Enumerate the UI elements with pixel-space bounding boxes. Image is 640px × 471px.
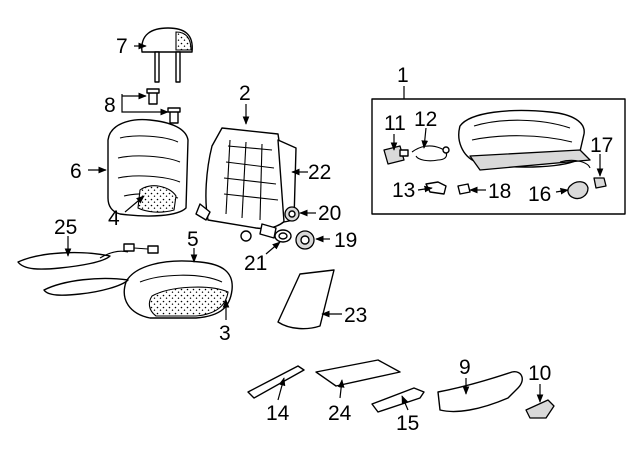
callout-17: 17 <box>590 134 613 157</box>
seat-cushion <box>123 260 233 319</box>
callout-8: 8 <box>104 94 116 117</box>
callout-2: 2 <box>239 82 251 105</box>
callout-9: 9 <box>459 356 471 379</box>
callout-labels: 1 2 3 4 5 6 7 8 9 10 11 12 13 14 15 16 1… <box>54 35 613 435</box>
headrest-guides <box>146 88 181 124</box>
callout-11: 11 <box>384 112 406 135</box>
callout-15: 15 <box>396 412 419 435</box>
bottom-trim-parts <box>247 359 555 419</box>
callout-6: 6 <box>70 160 82 183</box>
callout-10: 10 <box>528 362 551 385</box>
callout-16: 16 <box>528 183 551 206</box>
callout-14: 14 <box>266 402 290 425</box>
recliner-parts <box>274 206 315 250</box>
seat-back-cover <box>107 118 189 217</box>
callout-7: 7 <box>116 35 128 58</box>
callout-22: 22 <box>308 161 331 184</box>
callout-24: 24 <box>328 402 352 425</box>
callout-13: 13 <box>392 179 415 202</box>
callout-12: 12 <box>414 108 437 131</box>
callout-21: 21 <box>244 252 267 275</box>
callout-3: 3 <box>219 322 231 345</box>
seat-back-frame <box>195 127 297 242</box>
callout-25: 25 <box>54 216 77 239</box>
trim-panel <box>277 269 335 330</box>
callout-1: 1 <box>397 64 409 87</box>
headrest <box>141 27 193 83</box>
callout-20: 20 <box>318 202 341 225</box>
callout-5: 5 <box>187 228 199 251</box>
seat-heater <box>17 243 159 296</box>
callout-23: 23 <box>344 304 367 327</box>
callout-4: 4 <box>108 207 120 230</box>
leader-lines <box>64 42 604 411</box>
callout-18: 18 <box>488 180 511 203</box>
callout-19: 19 <box>334 229 357 252</box>
